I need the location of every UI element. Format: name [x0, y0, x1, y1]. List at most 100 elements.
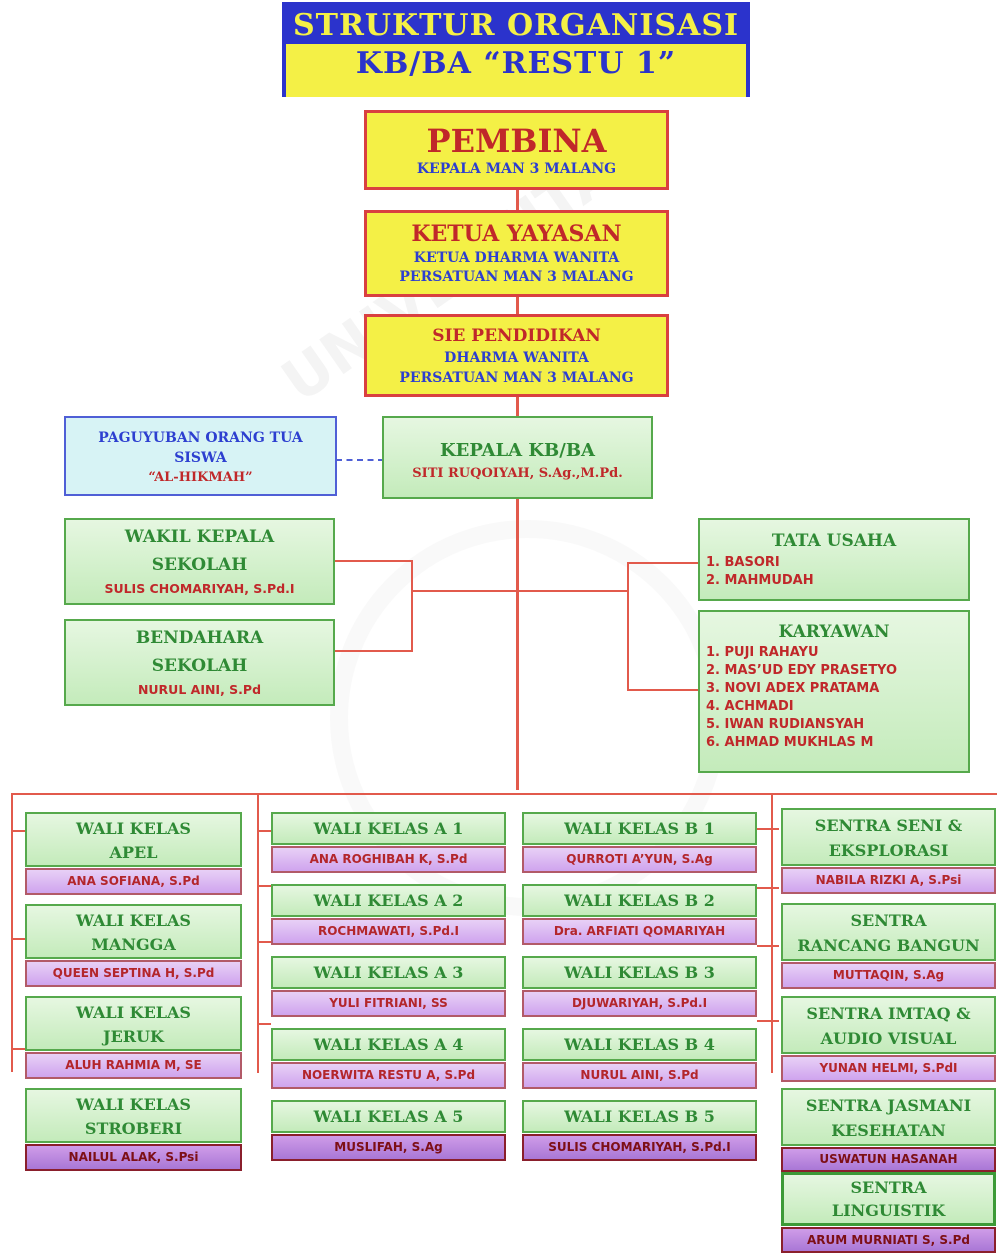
pembina-box: PEMBINA KEPALA MAN 3 MALANG	[364, 110, 669, 190]
wali-kelas-label: WALI KELAS A 4	[313, 1035, 464, 1054]
sentra-linguistik-box: SENTRA LINGUISTIK	[781, 1172, 996, 1226]
connector-col1-vert	[11, 793, 13, 837]
wakil-line-1: WAKIL KEPALA	[124, 527, 275, 547]
wali-kelas-label: WALI KELAS B 4	[564, 1035, 715, 1054]
wali-kelas-a3-box: WALI KELAS A 3	[271, 956, 506, 989]
sentra-line-1: SENTRA	[850, 1178, 927, 1197]
connector-right-vert	[627, 562, 629, 690]
sentra-jasmani-box: SENTRA JASMANI KESEHATAN	[781, 1088, 996, 1146]
kepala-name: SITI RUQOIYAH, S.Ag.,M.Pd.	[412, 466, 623, 481]
wali-kelas-a1-box: WALI KELAS A 1	[271, 812, 506, 845]
connector-h-10	[757, 945, 779, 947]
connector-col4-vert	[771, 793, 773, 1073]
wali-kelas-a5-box: WALI KELAS A 5	[271, 1100, 506, 1133]
tata-usaha-item: 2. MAHMUDAH	[706, 573, 814, 588]
sentra-name: YUNAN HELMI, S.PdI	[781, 1055, 996, 1082]
wali-kelas-class: STROBERI	[84, 1119, 183, 1138]
connector-col1-vert-2	[11, 837, 13, 1072]
connector-right-karyawan	[627, 689, 699, 691]
sentra-name: MUTTAQIN, S.Ag	[781, 962, 996, 989]
connector-h-7	[257, 1023, 271, 1025]
wali-kelas-name: Dra. ARFIATI QOMARIYAH	[522, 918, 757, 945]
pembina-sub: KEPALA MAN 3 MALANG	[416, 161, 617, 177]
paguyuban-line-3: “AL-HIKMAH”	[148, 470, 253, 485]
wali-kelas-name: ROCHMAWATI, S.Pd.I	[271, 918, 506, 945]
wali-kelas-name: NURUL AINI, S.Pd	[522, 1062, 757, 1089]
sentra-imtaq-box: SENTRA IMTAQ & AUDIO VISUAL	[781, 996, 996, 1054]
sentra-line-1: SENTRA SENI &	[814, 816, 963, 835]
karyawan-item: 5. IWAN RUDIANSYAH	[706, 717, 865, 732]
connector-left-staff-vert	[411, 560, 413, 650]
sie-pendidikan-sub-1: DHARMA WANITA	[444, 350, 589, 366]
bendahara-box: BENDAHARA SEKOLAH NURUL AINI, S.Pd	[64, 619, 335, 706]
wakil-line-2: SEKOLAH	[151, 555, 248, 575]
connector-middle-h	[411, 590, 629, 592]
wali-kelas-name: NOERWITA RESTU A, S.Pd	[271, 1062, 506, 1089]
connector-h-6	[257, 941, 271, 943]
wali-kelas-label: WALI KELAS A 2	[313, 891, 464, 910]
chart-title: STRUKTUR ORGANISASI KB/BA “RESTU 1”	[282, 2, 750, 97]
wali-kelas-class: JERUK	[103, 1027, 164, 1046]
wali-kelas-label: WALI KELAS	[76, 1003, 191, 1022]
connector-h-4	[257, 830, 271, 832]
sentra-line-1: SENTRA IMTAQ &	[806, 1004, 971, 1023]
sentra-line-2: AUDIO VISUAL	[820, 1029, 957, 1048]
wali-kelas-name: MUSLIFAH, S.Ag	[271, 1134, 506, 1161]
tata-usaha-list: 1. BASORI 2. MAHMUDAH	[700, 554, 968, 590]
paguyuban-line-2: SISWA	[174, 450, 227, 466]
wali-kelas-mangga-box: WALI KELAS MANGGA	[25, 904, 242, 959]
sie-pendidikan-heading: SIE PENDIDIKAN	[432, 326, 601, 346]
wali-kelas-label: WALI KELAS	[76, 1095, 191, 1114]
wali-kelas-label: WALI KELAS B 2	[564, 891, 715, 910]
wali-kelas-name: ANA ROGHIBAH K, S.Pd	[271, 846, 506, 873]
sentra-name: USWATUN HASANAH	[781, 1147, 996, 1172]
wali-kelas-name: ALUH RAHMIA M, SE	[25, 1052, 242, 1079]
pembina-heading: PEMBINA	[426, 122, 607, 160]
karyawan-item: 3. NOVI ADEX PRATAMA	[706, 681, 880, 696]
wali-kelas-label: WALI KELAS B 3	[564, 963, 715, 982]
connector-h-3	[11, 1048, 25, 1050]
wali-kelas-name: ANA SOFIANA, S.Pd	[25, 868, 242, 895]
wali-kelas-label: WALI KELAS	[76, 911, 191, 930]
karyawan-item: 4. ACHMADI	[706, 699, 794, 714]
wali-kelas-stroberi-box: WALI KELAS STROBERI	[25, 1088, 242, 1143]
wali-kelas-name: NAILUL ALAK, S.Psi	[25, 1144, 242, 1171]
connector-h-9	[757, 887, 779, 889]
sentra-line-2: EKSPLORASI	[828, 841, 949, 860]
kepala-heading: KEPALA KB/BA	[439, 440, 596, 461]
sentra-line-2: KESEHATAN	[831, 1121, 946, 1140]
karyawan-list: 1. PUJI RAHAYU 2. MAS’UD EDY PRASETYO 3.…	[700, 644, 968, 752]
wali-kelas-label: WALI KELAS	[76, 819, 191, 838]
sentra-line-1: SENTRA	[850, 911, 927, 930]
connector-h-1	[11, 830, 25, 832]
wali-kelas-name: QURROTI A’YUN, S.Ag	[522, 846, 757, 873]
sentra-line-1: SENTRA JASMANI	[805, 1096, 972, 1115]
bendahara-name: NURUL AINI, S.Pd	[137, 682, 262, 697]
karyawan-item: 2. MAS’UD EDY PRASETYO	[706, 663, 898, 678]
connector-left-staff	[333, 560, 413, 562]
connector-bottom-h	[11, 793, 997, 795]
title-line-1: STRUKTUR ORGANISASI	[286, 8, 746, 44]
connector-col2-vert	[257, 793, 259, 1073]
kepala-box: KEPALA KB/BA SITI RUQOIYAH, S.Ag.,M.Pd.	[382, 416, 653, 499]
paguyuban-box: PAGUYUBAN ORANG TUA SISWA “AL-HIKMAH”	[64, 416, 337, 496]
connector-right-tu	[627, 562, 699, 564]
paguyuban-line-1: PAGUYUBAN ORANG TUA	[98, 430, 303, 446]
wali-kelas-a4-box: WALI KELAS A 4	[271, 1028, 506, 1061]
bendahara-line-1: BENDAHARA	[135, 628, 264, 648]
wali-kelas-b1-box: WALI KELAS B 1	[522, 812, 757, 845]
karyawan-item: 1. PUJI RAHAYU	[706, 645, 819, 660]
ketua-yayasan-sub-2: PERSATUAN MAN 3 MALANG	[399, 269, 634, 285]
sentra-line-2: LINGUISTIK	[831, 1201, 946, 1220]
wali-kelas-b4-box: WALI KELAS B 4	[522, 1028, 757, 1061]
wali-kelas-b3-box: WALI KELAS B 3	[522, 956, 757, 989]
wali-kelas-jeruk-box: WALI KELAS JERUK	[25, 996, 242, 1051]
sentra-line-2: RANCANG BANGUN	[797, 936, 980, 955]
karyawan-heading: KARYAWAN	[778, 622, 890, 642]
sentra-name: ARUM MURNIATI S, S.Pd	[781, 1227, 996, 1253]
connector-h-8	[757, 828, 779, 830]
wali-kelas-class: APEL	[109, 843, 158, 862]
wali-kelas-name: DJUWARIYAH, S.Pd.I	[522, 990, 757, 1017]
tata-usaha-heading: TATA USAHA	[771, 531, 897, 551]
connector-h-5	[257, 885, 271, 887]
